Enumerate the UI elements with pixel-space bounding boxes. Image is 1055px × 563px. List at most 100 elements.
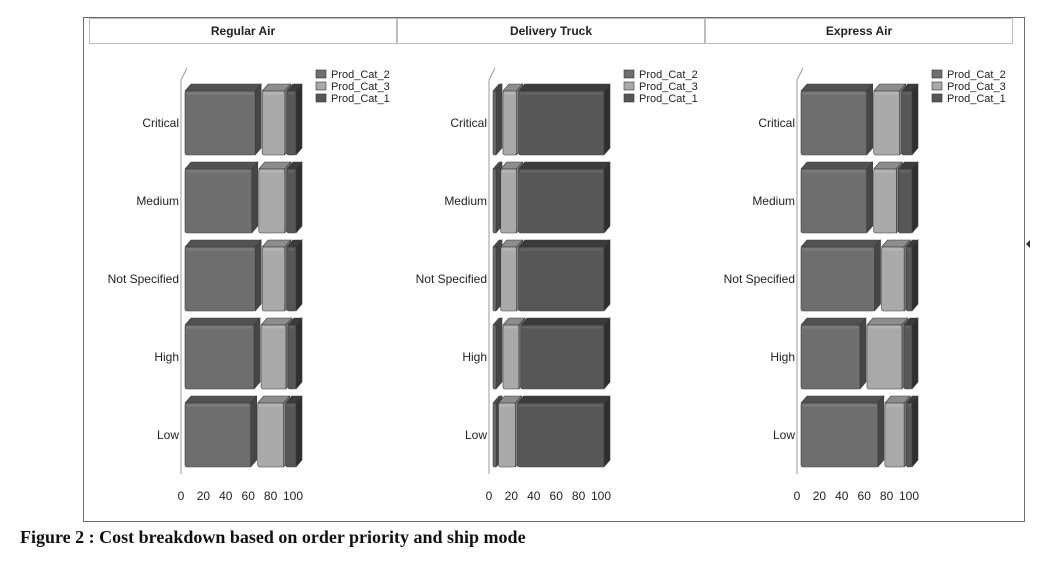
bar-highlight [186,170,251,173]
bar-front-face [261,90,286,156]
bar-side-face [866,83,873,156]
legend-swatch [315,69,327,79]
bar-front-face [518,90,605,156]
bar-top-face [800,83,874,92]
panel-resize-handle-icon[interactable] [1026,240,1030,248]
bar-segment-prod-cat-1-low [516,395,611,468]
category-label-low: Low [157,428,179,442]
x-tick-label: 0 [794,489,801,503]
bar-highlight [903,92,911,95]
bar-segment-prod-cat-3-high [260,317,293,390]
bar-side-face [495,317,503,390]
legend-swatch [931,93,943,103]
category-label-critical: Critical [758,116,795,130]
bar-front-face [873,90,900,156]
legend-swatch [623,93,635,103]
bar-side-face [251,161,259,234]
bar-side-face [254,83,262,156]
x-tick-label: 100 [283,489,303,503]
bar-side-face [877,395,885,468]
legend-label: Prod_Cat_3 [331,81,390,93]
legend-item-prod-cat-2: Prod_Cat_2 [623,69,698,81]
bar-segment-prod-cat-3-high [866,317,909,390]
bar-front-face [500,246,517,312]
bar-highlight [886,404,903,407]
bar-top-face [517,161,611,170]
bar-highlight [802,326,859,329]
bar-front-face [257,402,284,468]
x-tick-label: 80 [264,489,278,503]
bar-segment-prod-cat-2-critical [184,83,262,156]
legend-swatch [315,93,327,103]
x-tick-label: 20 [197,489,211,503]
bar-segment-prod-cat-1-low [285,395,303,468]
bar-segment-prod-cat-1-high [520,317,611,390]
bar-segment-prod-cat-3-medium [258,161,292,234]
bar-front-face [866,324,903,390]
bar-segment-prod-cat-1-high [903,317,919,390]
legend-label: Prod_Cat_3 [639,81,698,93]
bar-side-face [603,317,611,390]
bar-top-face [184,161,259,170]
bar-side-face [911,161,919,234]
bar-top-face [516,395,611,404]
bar-side-face [874,239,881,312]
bar-front-face [901,90,913,156]
legend-swatch [315,81,327,91]
bar-highlight [499,404,515,407]
bar-front-face [184,168,253,234]
category-label-medium: Medium [136,194,179,208]
x-tick-label: 0 [178,489,185,503]
bar-segment-prod-cat-3-critical [873,83,907,156]
bar-highlight [868,326,901,329]
bar-segment-prod-cat-1-not-specified [905,239,919,312]
bar-front-face [898,168,913,234]
category-label-not-specified: Not Specified [108,272,179,286]
bar-highlight [263,248,284,251]
bar-side-face [603,395,611,468]
bar-front-face [800,324,861,390]
panel-header-delivery-truck: Delivery Truck [397,18,705,44]
bar-front-face [873,168,897,234]
bar-highlight [262,326,285,329]
bar-segment-prod-cat-2-medium [184,161,259,234]
bar-front-face [260,324,287,390]
bar-front-face [800,246,875,312]
bar-highlight [260,170,284,173]
bar-front-face [285,402,297,468]
legend-label: Prod_Cat_2 [331,69,390,81]
bar-side-face [911,83,919,156]
bar-front-face [905,402,913,468]
legend-item-prod-cat-1: Prod_Cat_1 [315,93,390,105]
bar-segment-prod-cat-2-high [800,317,867,390]
category-label-critical: Critical [142,116,179,130]
bar-highlight [289,326,295,329]
bar-side-face [911,239,919,312]
x-tick-label: 40 [527,489,541,503]
bar-highlight [802,170,866,173]
bar-highlight [907,404,911,407]
bar-front-face [800,168,867,234]
bar-side-face [911,317,919,390]
bar-front-face [518,168,605,234]
bar-highlight [288,248,295,251]
bar-highlight [520,248,603,251]
bar-segment-prod-cat-1-critical [286,83,303,156]
legend-swatch [931,69,943,79]
bar-front-face [884,402,905,468]
legend-label: Prod_Cat_1 [639,93,698,105]
bar-front-face [286,246,297,312]
x-tick-label: 80 [572,489,586,503]
bar-top-face [800,317,867,326]
bar-front-face [800,90,867,156]
legend-item-prod-cat-2: Prod_Cat_2 [931,69,1006,81]
bar-front-face [905,246,913,312]
legend-label: Prod_Cat_1 [947,93,1006,105]
x-tick-label: 60 [242,489,256,503]
bar-side-face [253,317,261,390]
bar-highlight [875,170,895,173]
bar-top-face [184,239,262,248]
category-label-not-specified: Not Specified [416,272,487,286]
